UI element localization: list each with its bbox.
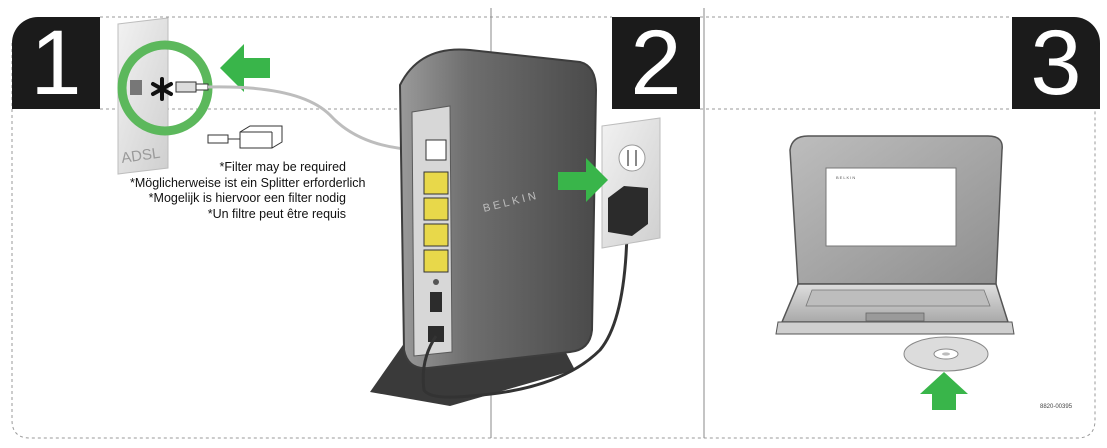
- power-adapter: [608, 186, 648, 236]
- filter-splitter-icon: [207, 125, 283, 149]
- router: [370, 48, 598, 406]
- adsl-label: ADSL: [120, 145, 161, 167]
- power-arrow-icon: [558, 158, 608, 202]
- step-1-badge: 1: [12, 17, 100, 109]
- laptop: [775, 135, 1015, 335]
- insert-cd-arrow-icon: [920, 372, 968, 410]
- part-code: 8820-00395: [1040, 404, 1073, 410]
- phone-plug-icon: [175, 81, 209, 93]
- step-3-badge: 3: [1012, 17, 1100, 109]
- filter-note-de: *Möglicherweise ist ein Splitter erforde…: [130, 175, 366, 190]
- install-cd: [903, 336, 989, 372]
- step-2-badge: 2: [612, 17, 700, 109]
- filter-note-fr: *Un filtre peut être requis: [207, 206, 346, 221]
- power-cable: [421, 231, 629, 399]
- filter-notes: *Filter may be required *Möglicherweise …: [130, 160, 366, 222]
- plug-in-arrow-icon: [220, 44, 270, 92]
- laptop-screen-brand: BELKIN: [836, 175, 856, 180]
- filter-note-en: *Filter may be required: [219, 160, 346, 174]
- dsl-cable: [207, 85, 436, 152]
- filter-asterisk-icon: [151, 77, 173, 101]
- filter-note-nl: *Mogelijk is hiervoor een filter nodig: [148, 191, 346, 205]
